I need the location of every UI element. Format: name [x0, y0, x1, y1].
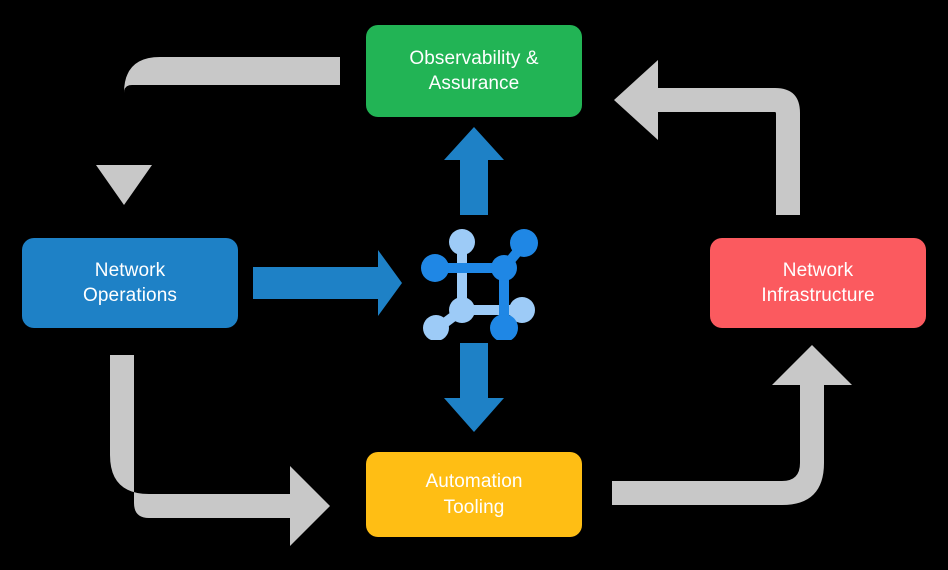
network-graph-icon — [421, 229, 538, 340]
node-box-automation-tooling-label: Automation Tooling — [425, 471, 523, 518]
node-box-observability-label: Observability & Assurance — [409, 47, 539, 94]
blue-arrow-down — [444, 343, 504, 432]
node-box-network-infrastructure-label: Network Infrastructure — [761, 259, 875, 306]
node-box-automation-tooling[interactable]: Automation Tooling — [366, 452, 582, 537]
node-box-observability[interactable]: Observability & Assurance — [366, 25, 582, 117]
gray-elbow-arrow-down-left — [96, 57, 340, 205]
node-box-network-infrastructure[interactable]: Network Infrastructure — [710, 238, 926, 328]
blue-arrow-up — [444, 127, 504, 215]
gray-elbow-arrow-right-up — [612, 345, 852, 505]
gray-elbow-arrow-down-right — [110, 355, 330, 546]
blue-arrow-right — [253, 250, 402, 316]
node-box-network-operations-label: Network Operations — [83, 259, 177, 306]
node-box-network-operations[interactable]: Network Operations — [22, 238, 238, 328]
gray-elbow-arrow-up-left — [614, 60, 800, 215]
